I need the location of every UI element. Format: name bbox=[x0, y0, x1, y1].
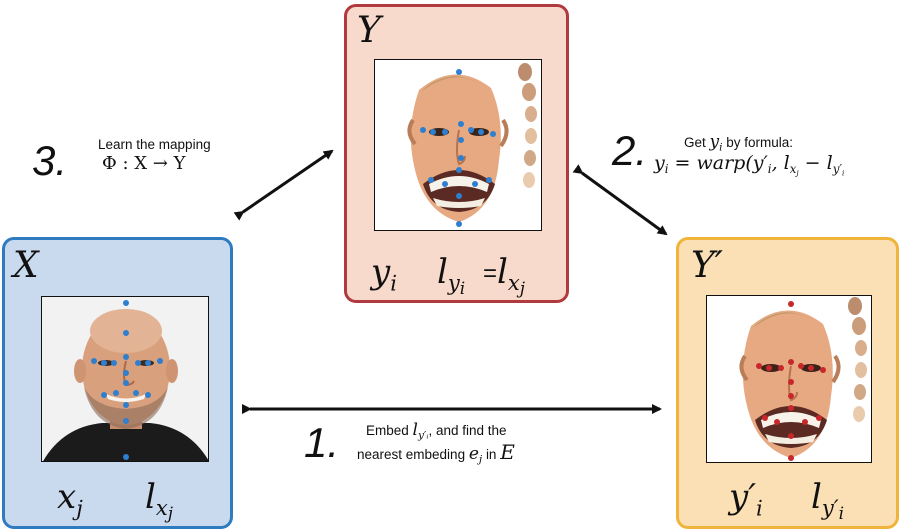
panel-y-target: Y bbox=[344, 4, 569, 303]
step-2-formula: yi = warp(y′i, lxj − ly′i bbox=[654, 152, 845, 178]
step-3-caption: Learn the mapping bbox=[98, 137, 211, 152]
face-image-x bbox=[41, 296, 209, 462]
label-l-x-j: lxj bbox=[497, 252, 525, 299]
label-equals: = bbox=[483, 260, 498, 287]
step-2-caption: Get yi by formula: bbox=[684, 132, 794, 154]
panel-y-prime: Y′ bbox=[676, 237, 899, 529]
step-3-formula: Φ : X → Y bbox=[102, 153, 186, 174]
landmark-points-y bbox=[420, 69, 496, 227]
caricature-image-y-prime bbox=[706, 295, 872, 463]
label-x-j: xj bbox=[57, 477, 83, 521]
landmark-points-y-prime bbox=[756, 301, 826, 461]
panel-y-title: Y bbox=[357, 10, 381, 51]
label-l-x-j-source: lxj bbox=[145, 477, 173, 524]
panel-x-title: X bbox=[13, 245, 39, 286]
landmark-points-x bbox=[91, 300, 163, 460]
arrow-step3 bbox=[233, 149, 334, 221]
panel-x-source: X xj lxj bbox=[2, 237, 233, 529]
label-l-y-i: lyi bbox=[437, 252, 466, 299]
panel-y-prime-title: Y′ bbox=[691, 245, 723, 286]
caricature-image-y bbox=[374, 59, 542, 231]
step-2-number: 2. bbox=[612, 127, 648, 174]
paint-swatches bbox=[518, 63, 537, 188]
step-1-caption-line1: Embed ly′ᵢ, and find the bbox=[366, 420, 507, 442]
label-y-i: yi bbox=[371, 252, 397, 296]
label-y-prime-i: y′i bbox=[729, 477, 763, 521]
step-1-number: 1. bbox=[304, 419, 340, 466]
step-1-caption-line2: nearest embeding ej in E bbox=[357, 440, 515, 466]
step-3-number: 3. bbox=[32, 137, 68, 184]
paint-swatches bbox=[848, 297, 867, 422]
arrow-step2 bbox=[572, 164, 668, 236]
label-l-y-prime-i: ly′i bbox=[811, 477, 844, 524]
